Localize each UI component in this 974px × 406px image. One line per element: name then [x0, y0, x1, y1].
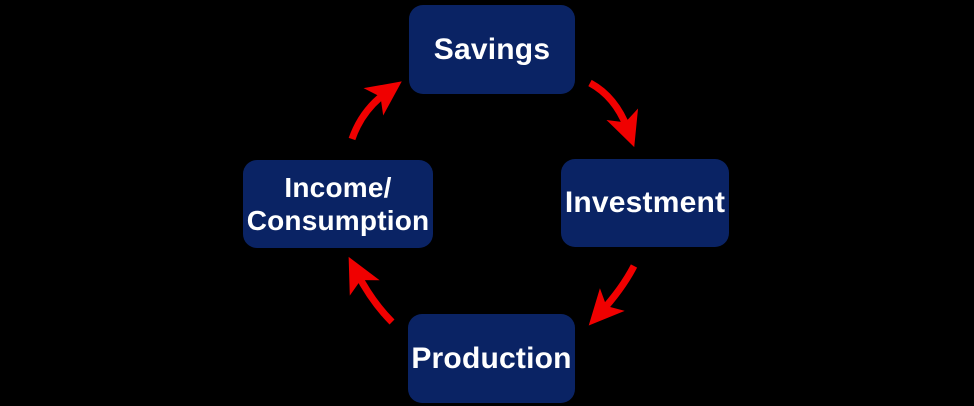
node-production-label: Production: [411, 341, 572, 375]
node-production[interactable]: Production: [408, 314, 575, 403]
node-savings-label: Savings: [433, 32, 551, 66]
arrow-savings-to-investment: [588, 79, 639, 148]
arrow-income-to-savings: [348, 81, 402, 141]
arrow-investment-to-production: [588, 264, 638, 326]
node-savings[interactable]: Savings: [409, 5, 575, 94]
node-income-consumption-label: Income/ Consumption: [246, 171, 430, 236]
arrow-production-to-income: [348, 256, 395, 325]
node-investment-label: Investment: [564, 186, 726, 220]
node-investment[interactable]: Investment: [561, 159, 729, 247]
node-income-consumption[interactable]: Income/ Consumption: [243, 160, 433, 248]
